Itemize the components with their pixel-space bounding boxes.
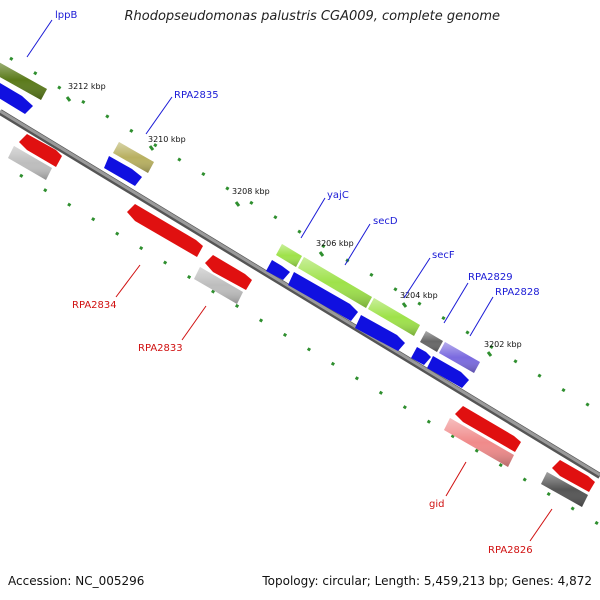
leader-yajC [300, 197, 326, 239]
cds-gid[interactable] [455, 406, 521, 452]
major-tick [318, 251, 325, 257]
reverse-features [8, 134, 595, 507]
major-tick [234, 201, 241, 207]
cds-RPA2829[interactable] [411, 347, 431, 365]
leader-secD [344, 223, 371, 266]
accession-text: Accession: NC_005296 [8, 574, 145, 588]
label-RPA2826[interactable]: RPA2826 [488, 545, 533, 556]
feature-RPA2828[interactable] [439, 342, 480, 373]
cds-RPA2835[interactable] [104, 156, 142, 186]
leader-RPA2829 [443, 282, 469, 324]
map-title: Rhodopseudomonas palustris CGA009, compl… [124, 9, 500, 24]
label-yajC[interactable]: yajC [327, 190, 349, 201]
label-RPA2829[interactable]: RPA2829 [468, 272, 513, 283]
cds-lppB[interactable] [0, 80, 33, 114]
label-secD[interactable]: secD [373, 216, 398, 227]
tick-marks [9, 56, 600, 527]
genome-backbone-highlight [0, 109, 600, 477]
tick-label-3202: 3202 kbp [484, 340, 522, 349]
label-RPA2828[interactable]: RPA2828 [495, 287, 540, 298]
leader-lppB [26, 19, 53, 58]
tick-label-3210: 3210 kbp [148, 135, 186, 144]
leader-RPA2835 [145, 96, 173, 135]
major-ticks [65, 96, 493, 357]
tick-label-3212: 3212 kbp [68, 82, 106, 91]
leader-RPA2826 [529, 508, 553, 542]
label-lppB[interactable]: lppB [55, 10, 77, 21]
feature-RPA2829[interactable] [420, 331, 443, 352]
cds-yajC[interactable] [266, 260, 290, 280]
cds-secD[interactable] [288, 272, 358, 321]
cds-RPA2833[interactable] [205, 255, 252, 290]
leader-RPA2833 [181, 305, 207, 341]
cds-left-top[interactable] [19, 134, 62, 167]
genome-summary-text: Topology: circular; Length: 5,459,213 bp… [262, 574, 592, 588]
label-RPA2834[interactable]: RPA2834 [72, 300, 117, 311]
label-gid[interactable]: gid [429, 499, 444, 510]
tick-label-3204: 3204 kbp [400, 291, 438, 300]
major-tick [401, 302, 408, 308]
major-tick [486, 351, 493, 357]
major-tick [148, 145, 155, 151]
feature-secD[interactable] [298, 257, 372, 308]
label-secF[interactable]: secF [432, 250, 455, 261]
tick-labels: 3212 kbp 3210 kbp 3208 kbp 3206 kbp 3204… [68, 82, 522, 349]
feature-lppB[interactable] [0, 60, 47, 100]
leader-lines [26, 19, 553, 542]
cds-RPA2828[interactable] [427, 356, 469, 388]
feature-RPA2835[interactable] [113, 142, 154, 173]
feature-secF[interactable] [368, 298, 420, 336]
tick-label-3206: 3206 kbp [316, 239, 354, 248]
leader-secF [403, 257, 431, 299]
feature-RPA2826[interactable] [541, 472, 588, 507]
feature-gid[interactable] [444, 418, 514, 467]
leader-RPA2828 [469, 296, 494, 337]
tick-label-3208: 3208 kbp [232, 187, 270, 196]
label-RPA2833[interactable]: RPA2833 [138, 343, 183, 354]
leader-gid [445, 461, 467, 497]
feature-yajC[interactable] [276, 244, 302, 267]
label-RPA2835[interactable]: RPA2835 [174, 90, 219, 101]
cds-RPA2834[interactable] [127, 204, 203, 257]
leader-RPA2834 [115, 264, 141, 298]
gene-labels: lppB RPA2835 yajC secD secF RPA2829 RPA2… [55, 10, 540, 556]
cds-RPA2826[interactable] [552, 460, 595, 492]
forward-features [0, 60, 480, 388]
cds-secF[interactable] [355, 315, 405, 351]
feature-left-grey[interactable] [8, 146, 52, 180]
outer-tick-row [9, 56, 600, 414]
feature-RPA2833[interactable] [194, 267, 243, 304]
inner-tick-row [19, 173, 600, 527]
major-tick [65, 96, 72, 102]
